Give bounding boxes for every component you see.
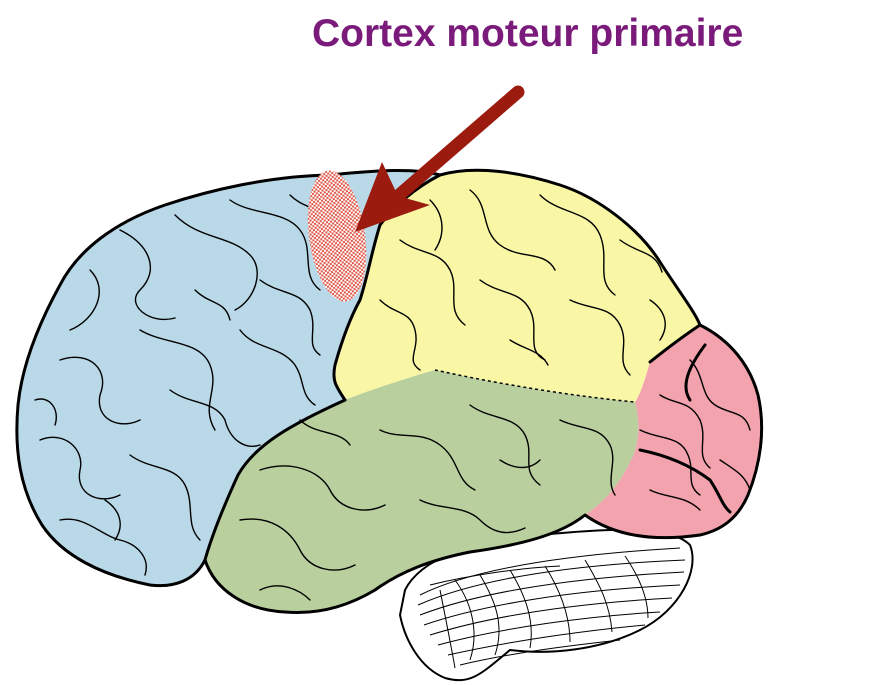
- brain-diagram: [0, 0, 877, 685]
